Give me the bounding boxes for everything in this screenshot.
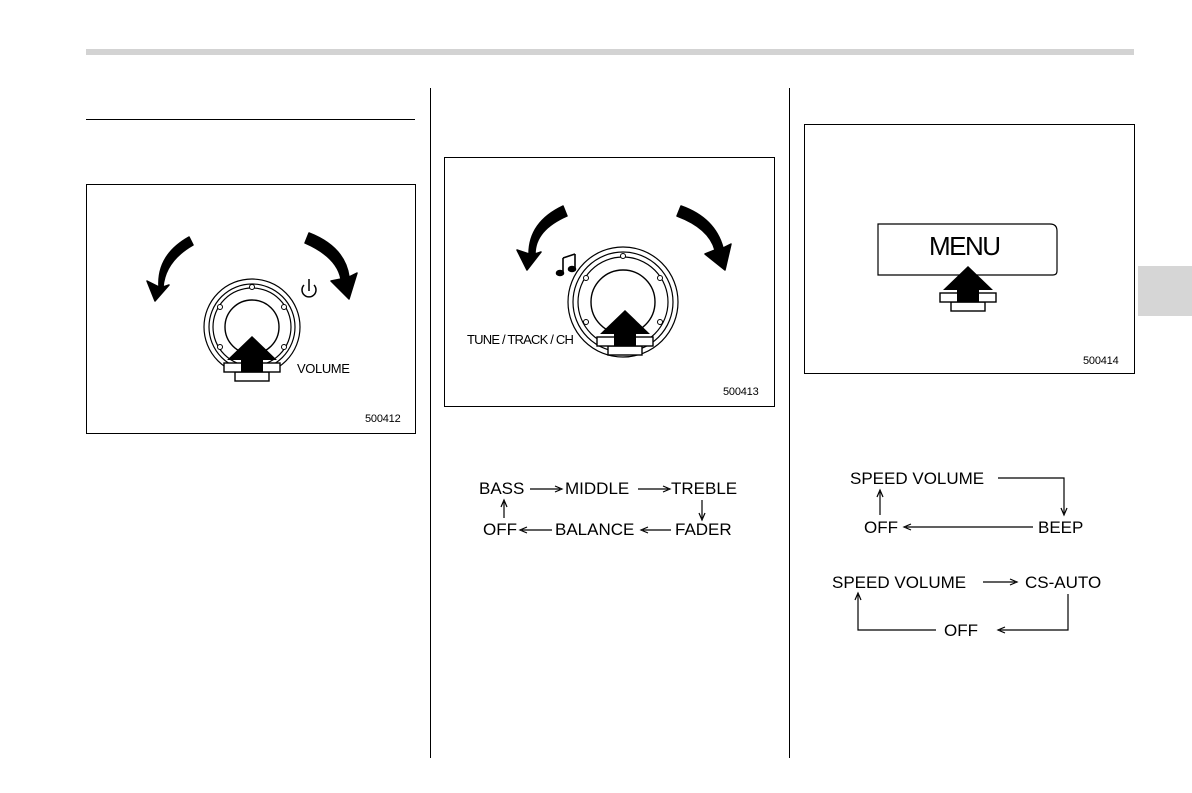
menu-b-off: OFF: [944, 621, 978, 641]
figure-code: 500413: [723, 386, 759, 398]
menu-a-off: OFF: [864, 518, 898, 538]
tune-track-ch-label: TUNE / TRACK / CH: [467, 332, 573, 347]
cycle-treble: TREBLE: [671, 479, 737, 499]
volume-label: VOLUME: [297, 361, 350, 376]
cycle-middle: MIDDLE: [565, 479, 629, 499]
figure-tune-knob: TUNE / TRACK / CH 500413: [444, 157, 775, 407]
header-rule: [86, 49, 1134, 55]
power-icon: [302, 279, 316, 297]
column-divider-2: [789, 88, 790, 758]
menu-b-speed-volume: SPEED VOLUME: [832, 573, 966, 593]
cycle-off: OFF: [483, 520, 517, 540]
rotate-left-arrow-icon: [147, 237, 193, 301]
chapter-tab: [1138, 266, 1192, 316]
figure-code: 500412: [365, 413, 401, 425]
rotate-right-arrow-icon: [677, 206, 731, 270]
rotate-left-arrow-icon: [517, 206, 567, 270]
figure-volume-knob: VOLUME 500412: [86, 184, 416, 434]
column-divider-1: [430, 88, 431, 758]
menu-a-speed-volume: SPEED VOLUME: [850, 469, 984, 489]
cycle-bass: BASS: [479, 479, 524, 499]
music-note-icon: [557, 254, 576, 276]
menu-b-cs-auto: CS-AUTO: [1025, 573, 1101, 593]
figure-code: 500414: [1083, 355, 1119, 367]
menu-label: MENU: [929, 231, 1000, 262]
cycle-fader: FADER: [675, 520, 732, 540]
section-rule: [86, 119, 415, 120]
figure-menu-button: MENU 500414: [804, 124, 1135, 374]
menu-a-beep: BEEP: [1038, 518, 1083, 538]
cycle-balance: BALANCE: [555, 520, 634, 540]
rotate-right-arrow-icon: [305, 233, 357, 299]
